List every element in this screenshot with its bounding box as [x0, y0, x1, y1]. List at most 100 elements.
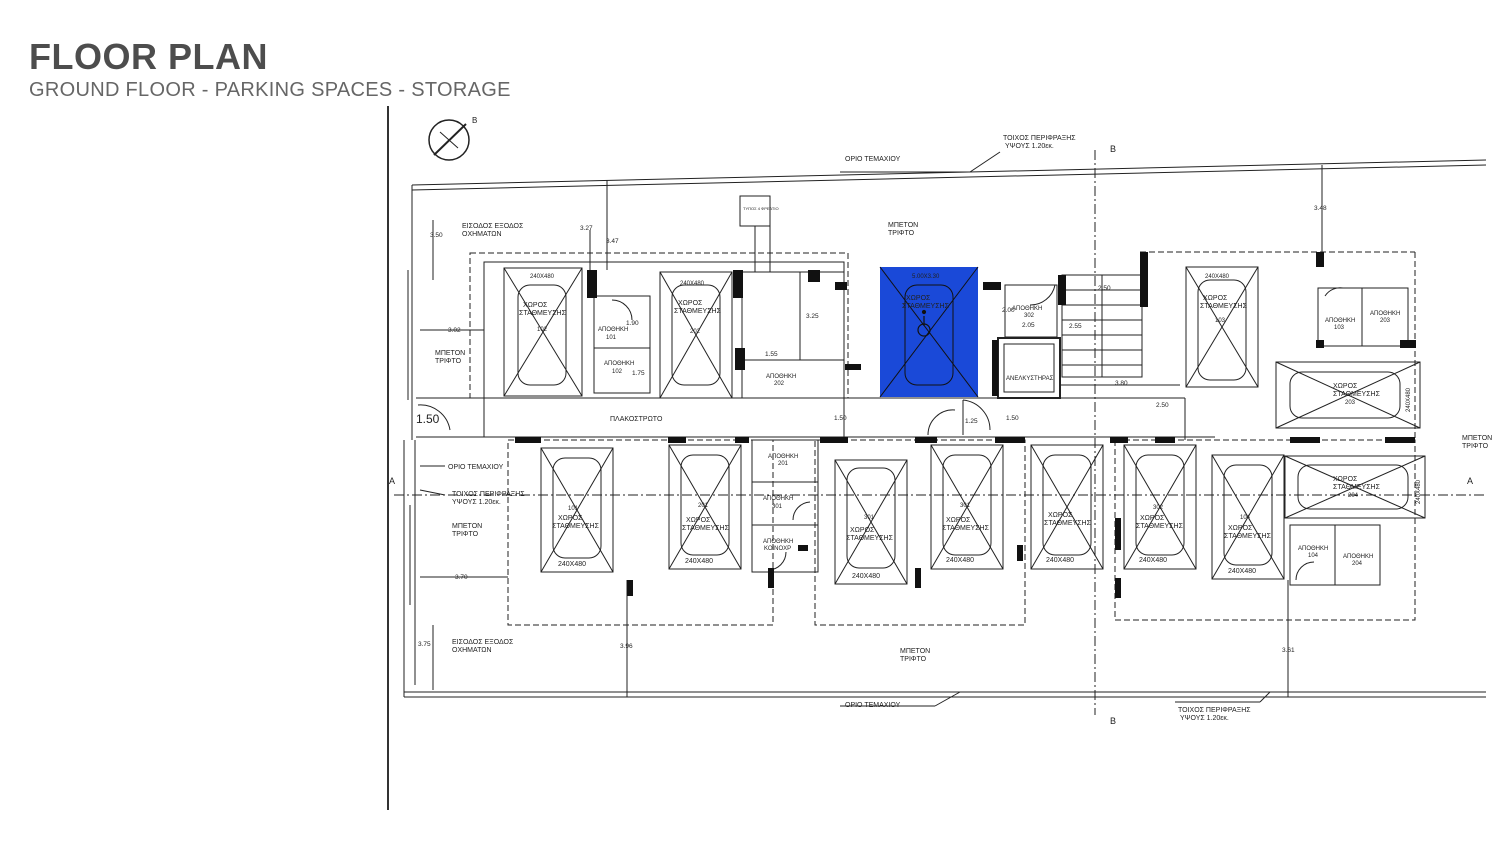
- svg-text:ΧΩΡΟΣ: ΧΩΡΟΣ: [523, 302, 548, 309]
- disabled-space-size: 5.00X3.30: [912, 274, 940, 280]
- svg-text:2.55: 2.55: [1069, 323, 1082, 330]
- fence-top: [411, 164, 1487, 191]
- svg-text:3.61: 3.61: [1282, 647, 1295, 654]
- svg-text:3.70: 3.70: [455, 574, 468, 581]
- svg-text:1.90: 1.90: [626, 320, 639, 327]
- svg-text:3.80: 3.80: [1115, 380, 1128, 387]
- fence-bottom-label-1: ΤΟΙΧΟΣ ΠΕΡΙΦΡΑΞΗΣ: [1178, 707, 1251, 714]
- svg-text:ΣΤΑΘΜΕΥΣΗΣ: ΣΤΑΘΜΕΥΣΗΣ: [552, 523, 600, 530]
- parking-space-103[interactable]: 240X480 ΧΩΡΟΣ ΣΤΑΘΜΕΥΣΗΣ 103: [1185, 266, 1259, 388]
- parking-space-302[interactable]: 302 ΧΩΡΟΣ ΣΤΑΘΜΕΥΣΗΣ 240X480: [1123, 444, 1197, 570]
- svg-text:ΣΤΑΘΜΕΥΣΗΣ: ΣΤΑΘΜΕΥΣΗΣ: [519, 310, 567, 317]
- parking-space-301-a[interactable]: 301 ΧΩΡΟΣ ΣΤΑΘΜΕΥΣΗΣ 240X480: [834, 459, 908, 585]
- upper-wing-inner: [483, 261, 845, 438]
- svg-text:ΑΠΟΘΗΚΗ: ΑΠΟΘΗΚΗ: [763, 496, 793, 502]
- bin-box: [739, 195, 771, 227]
- svg-text:301: 301: [960, 503, 971, 509]
- parking-space-102[interactable]: 240X480 ΧΩΡΟΣ ΣΤΑΘΜΕΥΣΗΣ 102: [503, 267, 583, 397]
- parking-space-104[interactable]: 104 ΧΩΡΟΣ ΣΤΑΘΜΕΥΣΗΣ 240X480: [1211, 454, 1285, 580]
- svg-text:ΣΤΑΘΜΕΥΣΗΣ: ΣΤΑΘΜΕΥΣΗΣ: [1333, 391, 1381, 398]
- parking-space-202[interactable]: 240X480 ΧΩΡΟΣ ΣΤΑΘΜΕΥΣΗΣ 202: [659, 271, 733, 399]
- svg-text:ΜΠΕΤΟΝ: ΜΠΕΤΟΝ: [435, 350, 465, 357]
- svg-text:ΤΡΙΦΤΟ: ΤΡΙΦΤΟ: [435, 358, 462, 365]
- fence-top-label-2: ΥΨΟΥΣ 1.20εκ.: [1005, 143, 1054, 150]
- svg-text:2.50: 2.50: [1098, 285, 1111, 292]
- storage-labels: ΑΠΟΘΗΚΗ 101 ΑΠΟΘΗΚΗ 102 ΑΠΟΘΗΚΗ 202 ΑΠΟΘ…: [598, 306, 1400, 567]
- svg-text:3.27: 3.27: [580, 225, 593, 232]
- svg-text:ΜΠΕΤΟΝ: ΜΠΕΤΟΝ: [1462, 435, 1492, 442]
- svg-text:104: 104: [1240, 515, 1251, 521]
- svg-text:ΤΡΙΦΤΟ: ΤΡΙΦΤΟ: [1462, 443, 1489, 450]
- svg-text:2.50: 2.50: [1156, 402, 1169, 409]
- section-b-bottom: B: [1110, 716, 1116, 726]
- storage-101-box: [593, 295, 651, 349]
- parking-space-unnumbered[interactable]: ΧΩΡΟΣ ΣΤΑΘΜΕΥΣΗΣ 240X480: [1030, 444, 1104, 570]
- svg-text:ΤΡΙΦΤΟ: ΤΡΙΦΤΟ: [452, 531, 479, 538]
- svg-text:ΜΠΕΤΟΝ: ΜΠΕΤΟΝ: [888, 222, 918, 229]
- parking-space-101[interactable]: 101 ΧΩΡΟΣ ΣΤΑΘΜΕΥΣΗΣ 240X480: [540, 447, 614, 573]
- svg-text:203: 203: [1380, 318, 1391, 324]
- svg-text:103: 103: [1215, 318, 1226, 324]
- svg-text:ΧΩΡΟΣ: ΧΩΡΟΣ: [1333, 383, 1358, 390]
- svg-text:240X480: 240X480: [1416, 479, 1422, 504]
- parking-space-301-b[interactable]: 301 ΧΩΡΟΣ ΣΤΑΘΜΕΥΣΗΣ 240X480: [930, 444, 1004, 570]
- svg-text:ΑΠΟΘΗΚΗ: ΑΠΟΘΗΚΗ: [1370, 311, 1400, 317]
- svg-text:1.55: 1.55: [765, 351, 778, 358]
- page-title: FLOOR PLAN: [29, 36, 268, 77]
- svg-text:ΣΤΑΘΜΕΥΣΗΣ: ΣΤΑΘΜΕΥΣΗΣ: [674, 308, 722, 315]
- paving-label: ΠΛΑΚΟΣΤΡΩΤΟ: [610, 416, 663, 423]
- lower-wing-a: [507, 439, 774, 626]
- space-size-rot: 240X480: [530, 274, 555, 280]
- svg-text:ΑΠΟΘΗΚΗ: ΑΠΟΘΗΚΗ: [598, 327, 628, 333]
- wall-blocks: [515, 252, 1416, 598]
- storage-201-301-box: [751, 439, 819, 573]
- parking-space-203[interactable]: ΧΩΡΟΣ ΣΤΑΘΜΕΥΣΗΣ 203 240X480: [1275, 361, 1421, 429]
- parking-space-204[interactable]: ΧΩΡΟΣ ΣΤΑΘΜΕΥΣΗΣ 204 240X480: [1284, 455, 1426, 519]
- svg-text:ΑΠΟΘΗΚΗ: ΑΠΟΘΗΚΗ: [766, 374, 796, 380]
- svg-text:ΤΡΙΦΤΟ: ΤΡΙΦΤΟ: [900, 656, 927, 663]
- svg-text:3.48: 3.48: [1314, 205, 1327, 212]
- svg-text:ΑΠΟΘΗΚΗ: ΑΠΟΘΗΚΗ: [1343, 554, 1373, 560]
- wheelchair-icon: [917, 309, 931, 337]
- svg-text:ΣΤΑΘΜΕΥΣΗΣ: ΣΤΑΘΜΕΥΣΗΣ: [1224, 533, 1272, 540]
- svg-text:202: 202: [690, 329, 701, 335]
- svg-text:302: 302: [1024, 313, 1035, 319]
- svg-text:201: 201: [778, 461, 789, 467]
- door-arc-a: [927, 409, 956, 436]
- north-arrow-circle: [428, 119, 470, 161]
- svg-text:101: 101: [606, 335, 617, 341]
- svg-text:3.47: 3.47: [606, 238, 619, 245]
- svg-text:240X480: 240X480: [946, 557, 974, 564]
- fence-bottom-label-2: ΥΨΟΥΣ 1.20εκ.: [1180, 715, 1229, 722]
- svg-text:203: 203: [1345, 400, 1356, 406]
- svg-text:101: 101: [568, 506, 579, 512]
- svg-text:102: 102: [612, 369, 623, 375]
- svg-text:ΧΩΡΟΣ: ΧΩΡΟΣ: [1228, 525, 1253, 532]
- svg-text:ΧΩΡΟΣ: ΧΩΡΟΣ: [946, 517, 971, 524]
- svg-text:ΧΩΡΟΣ: ΧΩΡΟΣ: [686, 517, 711, 524]
- service-rooms-box: [741, 271, 845, 399]
- svg-text:ΣΤΑΘΜΕΥΣΗΣ: ΣΤΑΘΜΕΥΣΗΣ: [682, 525, 730, 532]
- divider-line: [387, 106, 389, 810]
- fence-left-label-2: ΥΨΟΥΣ 1.20εκ.: [452, 499, 501, 506]
- svg-text:202: 202: [774, 381, 785, 387]
- parking-space-201[interactable]: 201 ΧΩΡΟΣ ΣΤΑΘΜΕΥΣΗΣ 240X480: [668, 444, 742, 570]
- storage-302-box: [1004, 284, 1058, 338]
- door-width-label: 1.50: [416, 412, 440, 426]
- svg-text:ΜΠΕΤΟΝ: ΜΠΕΤΟΝ: [900, 648, 930, 655]
- svg-text:3.25: 3.25: [806, 313, 819, 320]
- lower-wing-c: [1114, 439, 1416, 621]
- svg-text:240X480: 240X480: [1139, 557, 1167, 564]
- svg-text:ΧΩΡΟΣ: ΧΩΡΟΣ: [558, 515, 583, 522]
- svg-text:ΑΠΟΘΗΚΗ: ΑΠΟΘΗΚΗ: [604, 361, 634, 367]
- svg-text:201: 201: [698, 503, 709, 509]
- svg-text:ΑΠΟΘΗΚΗ: ΑΠΟΘΗΚΗ: [1012, 306, 1042, 312]
- svg-text:2.05: 2.05: [1022, 322, 1035, 329]
- svg-text:2.00: 2.00: [1002, 307, 1015, 314]
- plan-labels: ΟΡΙΟ ΤΕΜΑΧΙΟΥ ΤΟΙΧΟΣ ΠΕΡΙΦΡΑΞΗΣ ΥΨΟΥΣ 1.…: [389, 116, 1492, 726]
- svg-text:240X480: 240X480: [1406, 387, 1412, 412]
- bin-label: ΤΥΠΟΣ 4 ΦΡΕΑΤΙΟ: [743, 206, 779, 211]
- svg-text:ΣΤΑΘΜΕΥΣΗΣ: ΣΤΑΘΜΕΥΣΗΣ: [1333, 484, 1381, 491]
- svg-text:204: 204: [1348, 493, 1359, 499]
